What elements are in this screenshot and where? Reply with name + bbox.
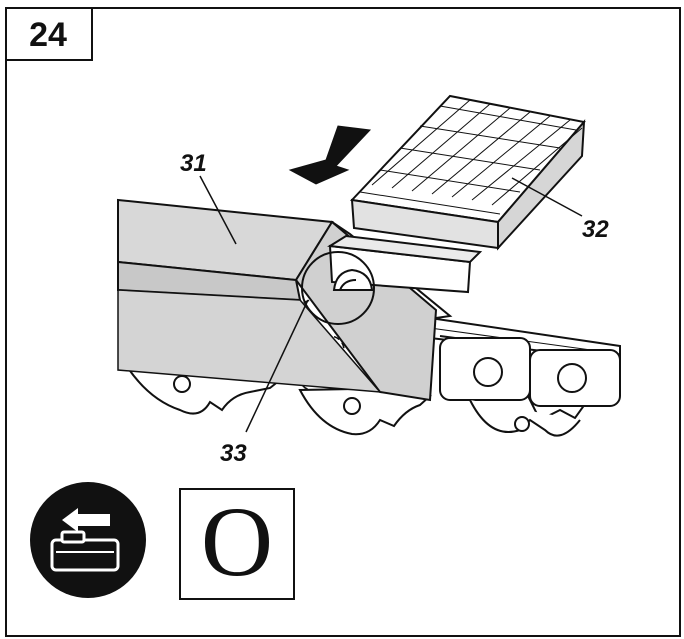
- callout-33: 33: [220, 440, 247, 467]
- leader-lines: [199, 175, 583, 433]
- step-tab-border: [5, 7, 92, 60]
- cutter-detail: [301, 251, 375, 325]
- arrow-left-icon: [288, 125, 372, 185]
- callout-31: 31: [180, 150, 207, 177]
- frame-border: [5, 7, 681, 637]
- step-number: 24: [29, 15, 67, 54]
- off-state-box: O: [179, 488, 295, 600]
- saw-chain-icon: [429, 316, 621, 437]
- flat-file-icon: [349, 94, 586, 251]
- chain-teeth: [126, 366, 432, 436]
- detail-circle: [301, 251, 375, 325]
- remove-battery-icon: [30, 482, 146, 598]
- callout-32: 32: [582, 216, 609, 243]
- off-symbol: O: [200, 486, 274, 597]
